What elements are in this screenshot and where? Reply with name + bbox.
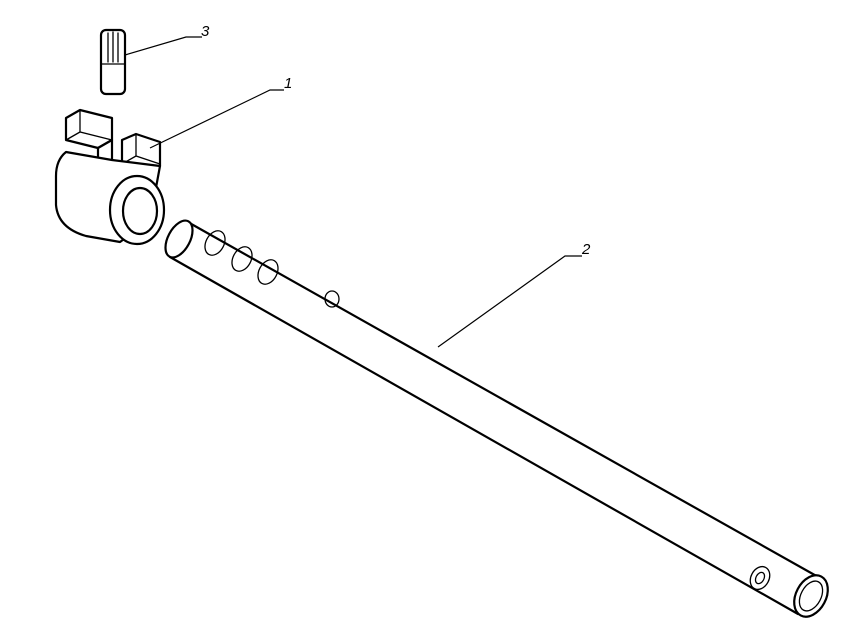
callout-1: 1 <box>284 75 292 92</box>
leader-line-3 <box>124 36 202 56</box>
leader-line-1 <box>149 89 284 149</box>
callout-2: 2 <box>581 241 591 258</box>
leader-line-2 <box>437 255 582 348</box>
pin-part <box>99 28 127 96</box>
callout-3: 3 <box>201 23 210 40</box>
shaft-part <box>164 219 829 618</box>
bushing-part <box>54 108 166 246</box>
